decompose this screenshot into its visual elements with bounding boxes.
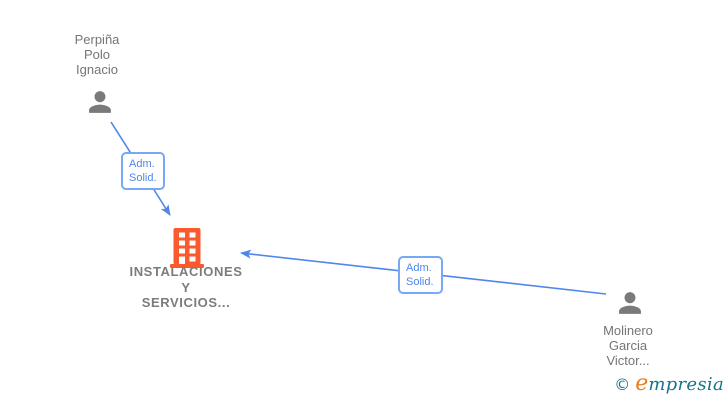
logo-brand-initial: e: [635, 371, 649, 396]
company-name-line1: INSTALACIONES: [129, 264, 243, 279]
copyright-icon: ©: [614, 375, 631, 394]
edge1-label-line2: Solid.: [129, 172, 157, 184]
edge-label-adm-solid-1: Adm. Solid.: [121, 152, 165, 190]
company-name-line2: Y: [181, 279, 191, 295]
person1-name-line2: Polo: [83, 47, 111, 62]
person2-name-line2: Garcia: [608, 338, 648, 353]
node-label-person1[interactable]: Perpiña Polo Ignacio: [37, 32, 157, 77]
node-label-company[interactable]: INSTALACIONES Y SERVICIOS...: [113, 264, 259, 311]
logo-brand-rest: mpresia: [648, 374, 724, 395]
person-icon[interactable]: [614, 287, 646, 319]
person2-name-line1: Molinero: [603, 323, 653, 338]
person2-name-line3: Victor...: [606, 353, 650, 368]
node-label-person2[interactable]: Molinero Garcia Victor...: [568, 323, 688, 368]
person1-name-line1: Perpiña: [74, 32, 120, 47]
edge2-label-line2: Solid.: [406, 276, 434, 288]
edge2-label-line1: Adm.: [406, 262, 432, 274]
company-name-line3: SERVICIOS...: [141, 295, 231, 310]
empresia-logo[interactable]: © e mpresia: [614, 371, 724, 396]
edge1-label-line1: Adm.: [129, 158, 155, 170]
company-building-icon[interactable]: [170, 228, 204, 268]
person-icon[interactable]: [84, 86, 116, 118]
person1-name-line3: Ignacio: [76, 62, 118, 77]
edge-label-adm-solid-2: Adm. Solid.: [398, 256, 443, 294]
